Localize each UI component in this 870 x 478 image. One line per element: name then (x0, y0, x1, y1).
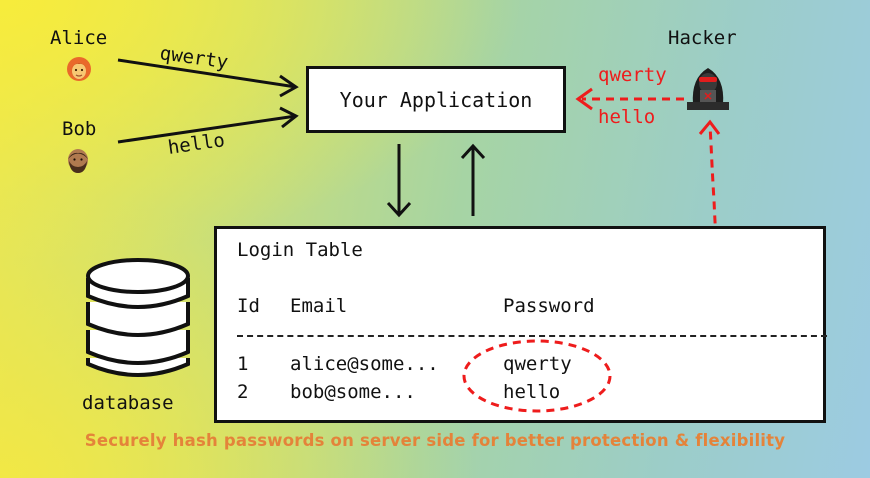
login-table: Login Table Id Email Password 1 alice@so… (214, 226, 827, 423)
row-2-id: 2 (237, 381, 249, 403)
stolen-password-2: hello (598, 106, 656, 128)
hooded-hacker-laptop-icon (687, 68, 729, 110)
application-box: Your Application (306, 66, 566, 133)
password-highlight-ellipse (462, 339, 612, 413)
hacker-to-app-arrow (575, 87, 684, 111)
hacker-label: Hacker (668, 27, 737, 49)
row-1-password: qwerty (503, 353, 572, 375)
bearded-man-face-icon (68, 149, 88, 173)
woman-face-icon (67, 57, 91, 81)
footer-caption: Securely hash passwords on server side f… (84, 431, 786, 450)
row-2-password: hello (503, 381, 561, 403)
bob-to-app-arrow (117, 106, 299, 144)
row-2-email: bob@some... (290, 381, 416, 403)
alice-to-app-arrow (117, 58, 299, 98)
table-to-app-arrow (460, 143, 486, 216)
alice-label: Alice (50, 27, 108, 49)
stolen-password-1: qwerty (598, 64, 667, 86)
bob-label: Bob (62, 118, 97, 140)
column-header-password: Password (503, 295, 595, 317)
row-1-email: alice@some... (290, 353, 439, 375)
login-table-title: Login Table (237, 239, 363, 261)
column-header-email: Email (290, 295, 348, 317)
table-divider (237, 335, 827, 337)
column-header-id: Id (237, 295, 260, 317)
app-to-table-arrow (386, 144, 412, 218)
row-1-id: 1 (237, 353, 249, 375)
database-cylinder-icon (86, 258, 190, 377)
application-label: Your Application (339, 87, 533, 112)
database-label: database (82, 392, 174, 414)
